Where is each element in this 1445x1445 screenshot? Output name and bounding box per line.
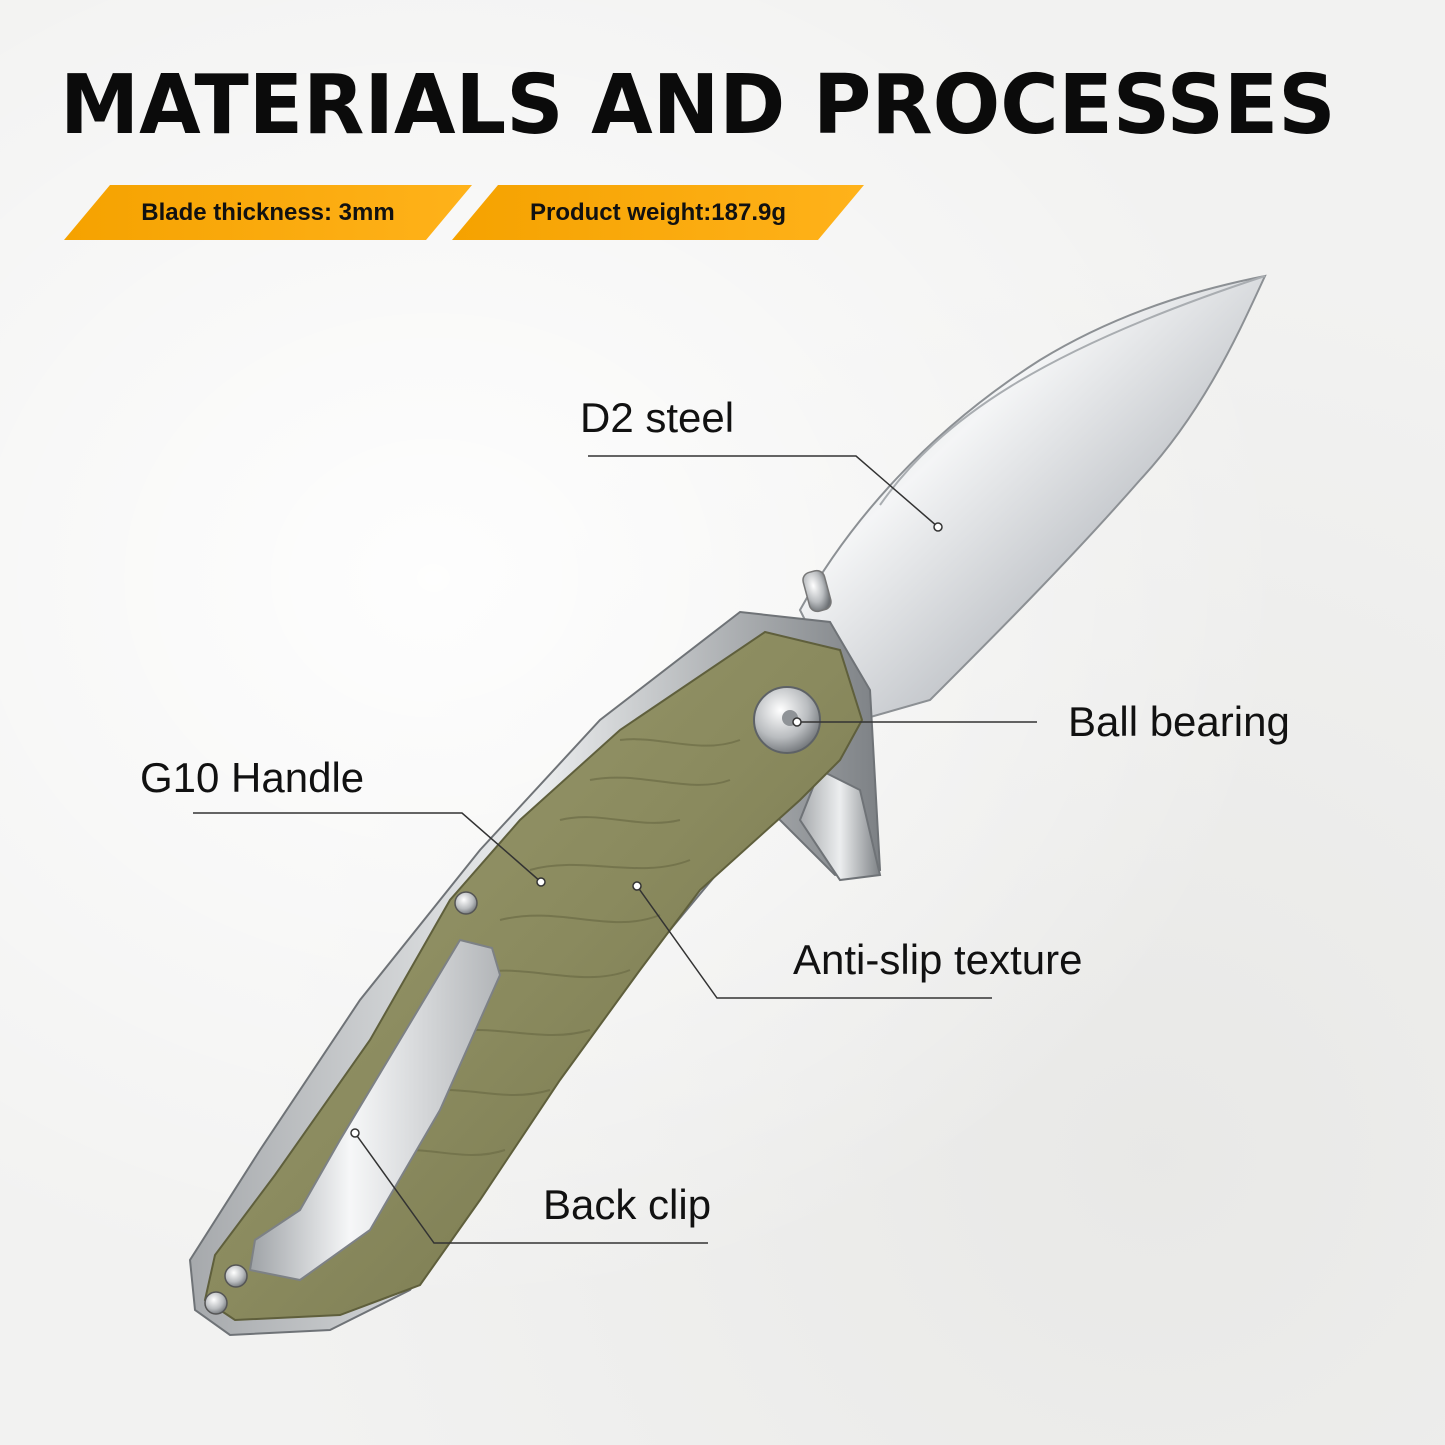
handle-screw-top [454,891,478,915]
page-title: MATERIALS AND PROCESSES [60,58,1336,153]
callout-texture: Anti-slip texture [793,936,1083,983]
thumb-stud [802,569,832,613]
back-clip [248,938,502,1282]
callout-dots [350,522,943,1138]
callout-blade: D2 steel [580,394,735,441]
blade [798,274,1267,722]
flipper-tab [798,768,882,882]
leader-g10-handle [193,812,542,883]
handle-screw-bottom-1 [224,1264,248,1288]
blade-thickness-label: Blade thickness: 3mm [141,198,395,226]
leader-d2-steel [588,455,939,528]
callout-clip: Back clip [543,1181,712,1228]
leader-anti-slip [636,885,992,999]
blade-thickness-badge: Blade thickness: 3mm [64,185,472,240]
product-weight-label: Product weight:187.9g [529,198,787,226]
product-weight-badge: Product weight:187.9g [452,185,864,240]
callout-handle: G10 Handle [140,754,365,801]
callout-leaders [193,455,1037,1244]
blade-edge [879,275,1266,506]
leader-back-clip [354,1132,708,1244]
callout-pivot: Ball bearing [1068,698,1290,745]
handle-screw-bottom-2 [204,1291,228,1315]
